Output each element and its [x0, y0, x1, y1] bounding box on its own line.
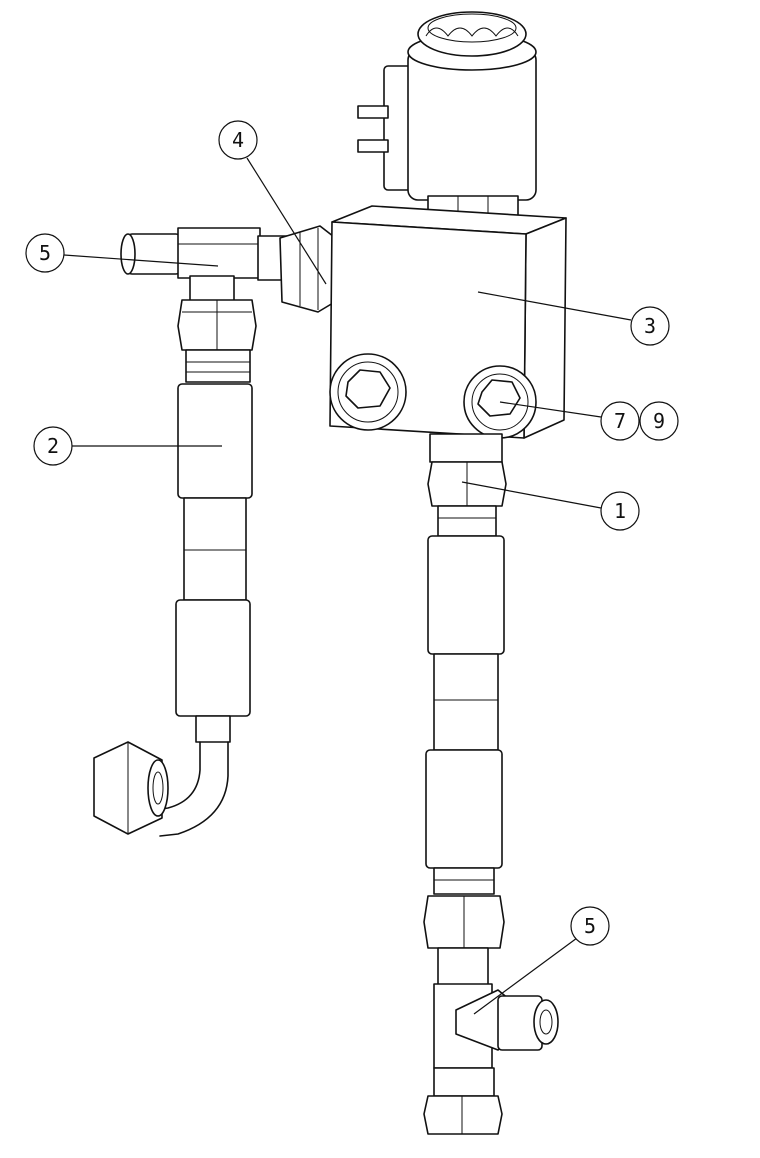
right-hose-assembly — [423, 433, 559, 1135]
callout-2: 2 — [33, 426, 73, 466]
left-hose-sleeve-upper — [177, 383, 253, 499]
svg-text:4: 4 — [232, 128, 244, 152]
left-hose-body — [183, 497, 247, 601]
svg-text:1: 1 — [614, 499, 626, 523]
left-hose-sleeve-lower — [175, 599, 251, 717]
solenoid-knurled-nut — [417, 11, 527, 57]
svg-text:2: 2 — [47, 434, 59, 458]
right-hose-sleeve-upper — [427, 535, 505, 655]
callout-5-upper: 5 — [25, 233, 65, 273]
left-elbow-hex-nut — [93, 741, 169, 835]
left-elbow-tube — [154, 741, 201, 811]
callout-4: 4 — [218, 120, 258, 160]
valve-block — [329, 205, 567, 439]
upper-tee-fitting — [120, 227, 289, 305]
callout-3: 3 — [630, 306, 670, 346]
solenoid-coil — [357, 11, 537, 229]
callout-leaders — [63, 157, 632, 1015]
callout-1: 1 — [600, 491, 640, 531]
svg-text:5: 5 — [39, 241, 51, 265]
svg-text:5: 5 — [584, 914, 596, 938]
callout-9: 9 — [639, 401, 679, 441]
right-bottom-hex-nut — [423, 1095, 503, 1135]
right-hose-body — [433, 653, 499, 751]
block-elbow-fitting — [279, 225, 339, 313]
callout-7: 7 — [600, 401, 640, 441]
svg-text:9: 9 — [653, 409, 665, 433]
mounting-bolt-left — [329, 353, 407, 431]
left-hose-assembly — [93, 227, 289, 837]
svg-text:7: 7 — [614, 409, 626, 433]
callout-5-lower: 5 — [570, 906, 610, 946]
right-hose-sleeve-lower — [425, 749, 503, 869]
lower-tee-fitting — [433, 947, 559, 1069]
svg-text:3: 3 — [644, 314, 656, 338]
